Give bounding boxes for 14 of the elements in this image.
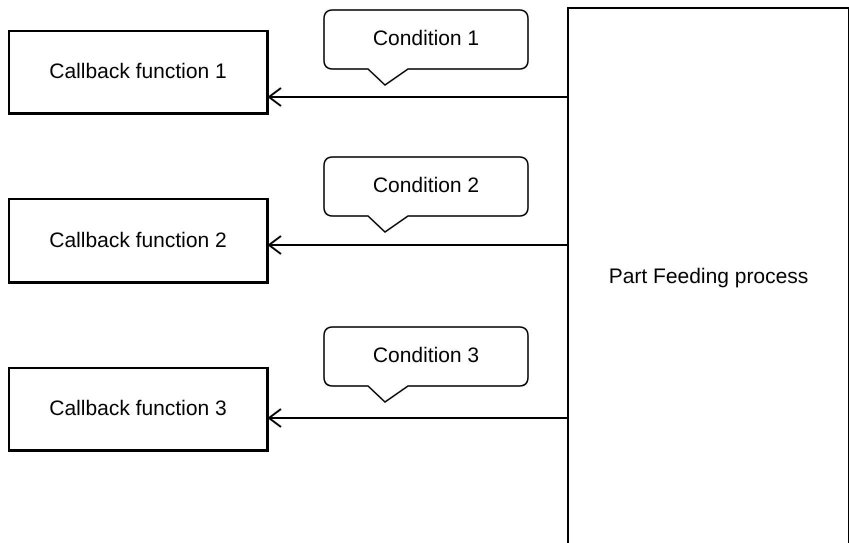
process-box [567, 7, 849, 543]
arrow [268, 408, 567, 428]
process-box [8, 198, 269, 284]
node-label: Condition 2 [372, 174, 480, 198]
node-label: Condition 1 [372, 27, 480, 51]
process-box [8, 367, 269, 452]
node-label: Callback function 3 [49, 397, 227, 421]
arrow [268, 87, 567, 107]
node-label: Condition 3 [372, 344, 480, 368]
node-label: Callback function 2 [49, 228, 227, 252]
process-box [8, 30, 269, 115]
arrow [268, 235, 567, 255]
node-label: Callback function 1 [49, 60, 227, 84]
node-label: Part Feeding process [608, 264, 808, 288]
